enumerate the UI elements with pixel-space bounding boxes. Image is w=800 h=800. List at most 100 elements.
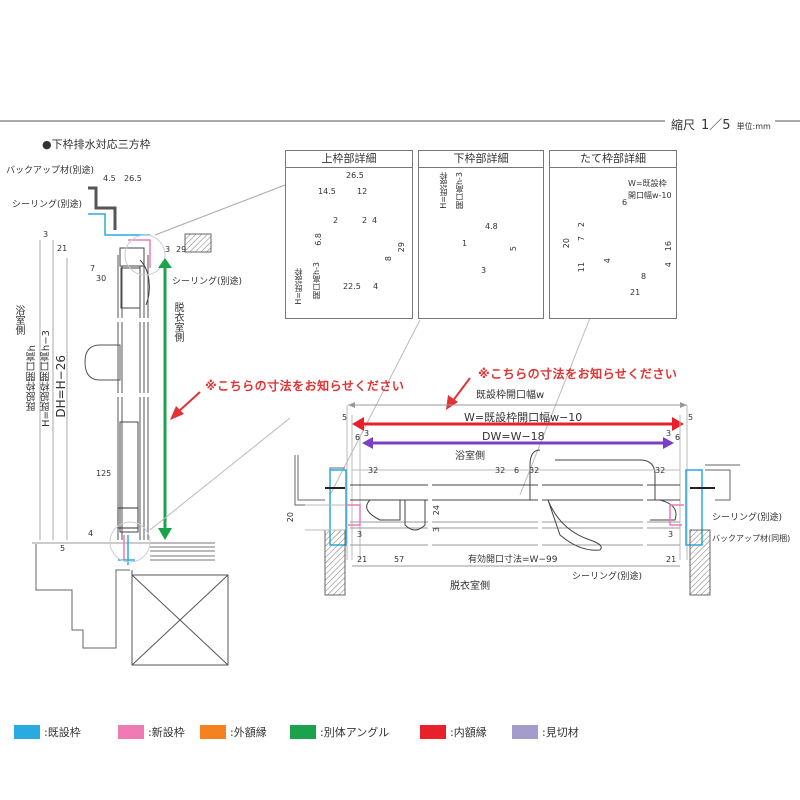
dim-handle: 32 xyxy=(495,466,506,475)
scale-header: 縮尺 1／5 単位:mm xyxy=(668,114,774,133)
dim-handle: 32 xyxy=(529,466,540,475)
scale-label: 縮尺 xyxy=(671,118,696,132)
leader-line-right xyxy=(519,317,591,496)
arrow-label-1: H=既設枠 xyxy=(439,172,448,209)
dim-left-3: 3 xyxy=(43,230,49,239)
legend-swatch xyxy=(290,725,316,739)
dim: 8 xyxy=(641,272,647,281)
dim: 6.8 xyxy=(314,233,323,246)
sealing-label-h1: シーリング(別途) xyxy=(712,513,783,523)
scale-value: 1／5 xyxy=(701,118,731,133)
unit-label: 単位:mm xyxy=(736,122,771,131)
detail-panel-vertical-frame: たて枠部詳細 xyxy=(549,150,677,319)
dim-handle: 6 xyxy=(514,466,520,475)
dim: 12 xyxy=(357,187,368,196)
label-dh: DH=H−26 xyxy=(54,355,68,418)
dim: 4.8 xyxy=(485,222,498,231)
legend-item-existing-frame: :既設枠 xyxy=(14,725,81,739)
dim-bottom-21-left: 21 xyxy=(357,555,368,564)
dim-left-3: 3 xyxy=(357,530,363,539)
dim-top-3-left: 3 xyxy=(364,429,370,438)
legend-swatch xyxy=(118,725,144,739)
note-arrowhead-right xyxy=(446,395,458,410)
legend-label: :見切材 xyxy=(542,726,579,739)
note-right: ※こちらの寸法をお知らせください xyxy=(478,367,678,381)
dim: 21 xyxy=(630,288,641,297)
dim: 2 xyxy=(333,216,339,225)
label-w: W=既設枠開口幅w−10 xyxy=(464,411,583,424)
legend-item-parting-material: :見切材 xyxy=(512,725,579,739)
arrow-label-2: 開口高h-3 xyxy=(312,262,321,300)
dim-top-6-right: 6 xyxy=(675,433,681,442)
dim-left-125: 125 xyxy=(96,469,112,478)
backup-label-h: バックアップ材(同梱) xyxy=(712,534,791,543)
dim-bottom-3: 3 xyxy=(668,530,674,539)
detail-panel-bottom-frame: 下枠部詳細 xyxy=(418,150,544,319)
dim: 29 xyxy=(397,242,406,253)
dim-top-5-right: 5 xyxy=(688,413,694,422)
dim: 16 xyxy=(664,241,673,252)
bath-side-label-vertical: 浴室側 xyxy=(13,305,24,335)
legend-swatch xyxy=(14,725,40,739)
dim: 4 xyxy=(603,258,612,264)
label-existing-opening-width: 既設枠開口幅w xyxy=(476,390,545,401)
horizontal-section xyxy=(294,402,740,596)
legend-label: :外額縁 xyxy=(230,726,267,739)
dim-top-3-right: 3 xyxy=(666,429,672,438)
panel-title: 上枠部詳細 xyxy=(286,151,412,168)
legend-label: :別体アングル xyxy=(320,726,390,739)
sealing-label-h2: シーリング(別途) xyxy=(572,572,643,582)
dim-left-20: 20 xyxy=(286,512,295,523)
legend-item-separate-angle: :別体アングル xyxy=(290,725,389,739)
dim-left-4: 4 xyxy=(88,529,94,538)
dim-left-7: 7 xyxy=(90,264,96,273)
dim: 7 xyxy=(577,236,586,242)
legend-label: :既設枠 xyxy=(44,726,81,739)
legend-item-new-frame: :新設枠 xyxy=(118,725,185,739)
sealing-label-top: シーリング(別途) xyxy=(12,200,83,210)
dim: 3 xyxy=(481,266,487,275)
legend-swatch xyxy=(512,725,538,739)
arrow-label-2: 開口幅w-10 xyxy=(628,191,672,200)
dim-handle: 32 xyxy=(655,466,666,475)
legend-swatch xyxy=(420,725,446,739)
dressing-side-label-vertical: 脱衣室側 xyxy=(172,302,183,342)
dim-bottom-21-right: 21 xyxy=(666,555,677,564)
note-arrow-left xyxy=(177,391,201,413)
panel-title: たて枠部詳細 xyxy=(550,151,676,168)
dim-left-5: 5 xyxy=(60,544,66,553)
legend-swatch xyxy=(200,725,226,739)
dim: 2 xyxy=(577,222,586,228)
leader-line-top xyxy=(154,184,286,236)
dim: 11 xyxy=(577,262,586,273)
section-title: ●下枠排水対応三方枠 xyxy=(42,138,151,151)
label-h: H=既設枠開口高h−3 xyxy=(41,330,52,427)
dim: 8 xyxy=(384,256,393,262)
dim-left-30: 30 xyxy=(96,274,107,283)
dim: 20 xyxy=(562,238,571,249)
dim: 14.5 xyxy=(318,187,336,196)
dim-right-3: 3 xyxy=(165,245,171,254)
arrow-label-1: W=既設枠 xyxy=(628,179,667,188)
dim: 26.5 xyxy=(346,171,364,180)
dim-left-24: 24 xyxy=(432,505,441,516)
dim: 1 xyxy=(462,239,468,248)
dim-26-5: 26.5 xyxy=(124,174,142,183)
legend-label: :内額縁 xyxy=(450,726,487,739)
vertical-section xyxy=(32,186,229,666)
legend-item-inner-trim: :内額縁 xyxy=(420,725,487,739)
dim-top-5-left: 5 xyxy=(342,413,348,422)
legend-item-outer-trim: :外額縁 xyxy=(200,725,267,739)
dim: 4 xyxy=(372,216,378,225)
arrow-label-1: H=既設枠 xyxy=(294,268,303,305)
dim-handle: 32 xyxy=(368,466,379,475)
green-angle-arrow xyxy=(158,258,172,540)
dressing-side-label: 脱衣室側 xyxy=(450,581,490,592)
panel-title: 下枠部詳細 xyxy=(419,151,543,168)
dim-top-6-left: 6 xyxy=(355,433,361,442)
leader-line-bottom xyxy=(149,417,291,531)
dim: 22.5 xyxy=(343,282,361,291)
dim-left-21: 21 xyxy=(57,244,68,253)
backup-material-label: バックアップ材(別途) xyxy=(6,166,95,176)
detail-panel-top-frame: 上枠部詳細 xyxy=(285,150,413,319)
